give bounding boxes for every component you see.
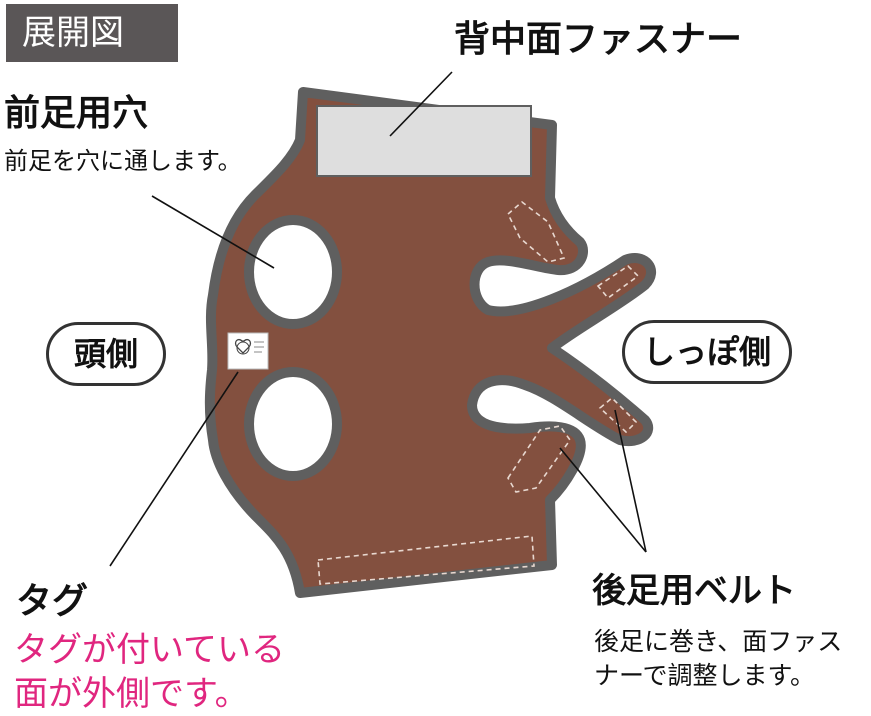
header-label: 展開図 [6,4,178,62]
tag-title: タグ [16,581,89,622]
front-hole-title: 前足用穴 [4,93,149,134]
stitch-bottom-strip [317,535,535,585]
stitch-lower-belt [507,425,571,493]
leader-tag [109,371,239,567]
tag-desc-line1: タグが付いている [14,630,285,670]
stitch-upper-belt [507,200,566,263]
leader-belt-2 [614,409,647,553]
front-leg-hole-upper [244,215,342,329]
front-leg-hole-lower [244,367,342,481]
belt-desc-line2: ナーで調整します。 [594,661,816,690]
leader-belt-1 [559,447,647,553]
tail-side-label: しっぽ側 [622,320,792,384]
leader-zipper [389,71,453,137]
belt-title: 後足用ベルト [592,571,796,611]
heart-logo-tag-icon [227,332,269,370]
leader-front-hole [151,195,275,269]
zipper-label: 背中面ファスナー [454,19,743,60]
belt-desc-line1: 後足に巻き、面ファス [594,627,843,656]
head-side-label: 頭側 [46,322,166,386]
front-hole-desc: 前足を穴に通します。 [4,147,242,175]
zipper-patch [316,105,532,177]
tag-desc-line2: 面が外側です。 [14,674,249,714]
stitch-tail-upper [596,264,640,300]
